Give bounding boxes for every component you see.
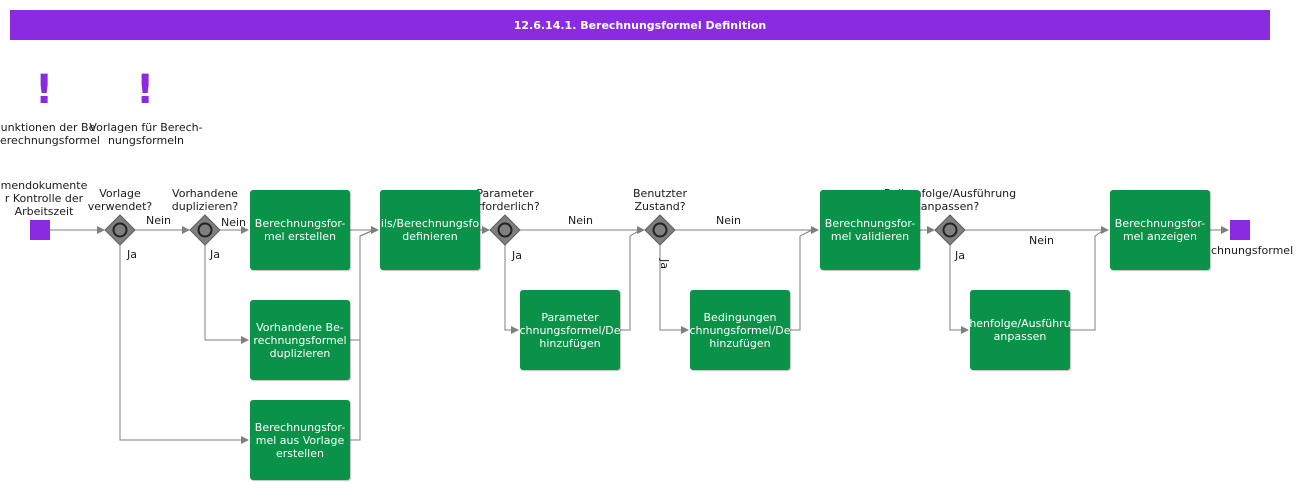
- start-event-label: mendokumente r Kontrolle der Arbeitszeit: [0, 179, 88, 218]
- edge-duplicate-merge: [350, 229, 375, 341]
- edge-label-ja: Ja: [955, 249, 965, 262]
- task-label: ils/Berechnungsfo definieren: [380, 217, 480, 243]
- task-adjust-order[interactable]: henfolge/Ausführu anpassen: [970, 290, 1070, 370]
- edge-label-ja: Ja: [658, 259, 671, 269]
- end-event-label: chnungsformel: [1211, 244, 1294, 257]
- start-event: [30, 220, 50, 240]
- task-label: Bedingungen chnungsformel/De hinzufügen: [690, 310, 790, 350]
- gateway-label: Vorlage verwendet?: [87, 187, 153, 213]
- edge-g3-params: [504, 245, 519, 334]
- task-label: Berechnungsfor- mel validieren: [824, 217, 916, 243]
- edge-template-merge: [350, 229, 375, 441]
- edge-label-nein: Nein: [716, 214, 742, 227]
- gateway-diamond: [644, 214, 676, 246]
- task-label: Parameter chnungsformel/De hinzufügen: [520, 310, 620, 350]
- gateway-label: Vorhandene duplizieren?: [171, 187, 239, 213]
- end-event: [1230, 220, 1250, 240]
- gateway-diamond: [104, 214, 136, 246]
- gateway-label: Benutzter Zustand?: [633, 187, 687, 213]
- gateway-label: Parameter erforderlich?: [470, 187, 540, 213]
- task-label: Berechnungsfor- mel erstellen: [254, 217, 346, 243]
- exclamation-icon: !: [35, 67, 54, 113]
- task-validate-formula[interactable]: Berechnungsfor- mel validieren: [820, 190, 920, 270]
- exclamation-icon: !: [136, 67, 155, 113]
- task-show-formula[interactable]: Berechnungsfor- mel anzeigen: [1110, 190, 1210, 270]
- edge-label-nein: Nein: [221, 216, 247, 229]
- task-label: Berechnungsfor- mel aus Vorlage erstelle…: [254, 420, 346, 460]
- edge-label-nein: Nein: [1029, 234, 1055, 247]
- edge-conditions-merge: [790, 229, 813, 331]
- edge-label-nein: Nein: [568, 214, 594, 227]
- edge-g2-duplicate: [204, 245, 249, 344]
- edge-g1-template: [119, 245, 249, 444]
- diagram-title-bar: 12.6.14.1. Berechnungsformel Definition: [10, 10, 1270, 40]
- note-label: Vorlagen für Berech- nungsformeln: [89, 121, 203, 147]
- edge-order-merge: [1070, 229, 1105, 331]
- task-create-formula[interactable]: Berechnungsfor- mel erstellen: [250, 190, 350, 270]
- edge-g4-conditions: [659, 245, 689, 334]
- gateway-diamond: [934, 214, 966, 246]
- edge-label-ja: Ja: [512, 249, 522, 262]
- task-define-details[interactable]: ils/Berechnungsfo definieren: [380, 190, 480, 270]
- task-create-from-template[interactable]: Berechnungsfor- mel aus Vorlage erstelle…: [250, 400, 350, 480]
- task-label: Vorhandene Be- rechnungsformel duplizier…: [253, 320, 347, 360]
- gateway-shapes: [104, 214, 966, 246]
- task-add-conditions[interactable]: Bedingungen chnungsformel/De hinzufügen: [690, 290, 790, 370]
- gateway-diamond: [489, 214, 521, 246]
- task-add-parameters[interactable]: Parameter chnungsformel/De hinzufügen: [520, 290, 620, 370]
- edge-params-merge: [620, 229, 641, 331]
- edge-label-nein: Nein: [146, 214, 172, 227]
- diagram-title: 12.6.14.1. Berechnungsformel Definition: [513, 18, 767, 32]
- gateway-diamond: [189, 214, 221, 246]
- note-label: unktionen der Be erechnungsformel: [0, 121, 100, 147]
- edge-label-ja: Ja: [210, 248, 220, 261]
- task-duplicate-formula[interactable]: Vorhandene Be- rechnungsformel duplizier…: [250, 300, 350, 380]
- task-label: henfolge/Ausführu anpassen: [970, 317, 1070, 343]
- edge-g5-order: [949, 245, 969, 334]
- task-label: Berechnungsfor- mel anzeigen: [1114, 217, 1206, 243]
- edge-label-ja: Ja: [127, 248, 137, 261]
